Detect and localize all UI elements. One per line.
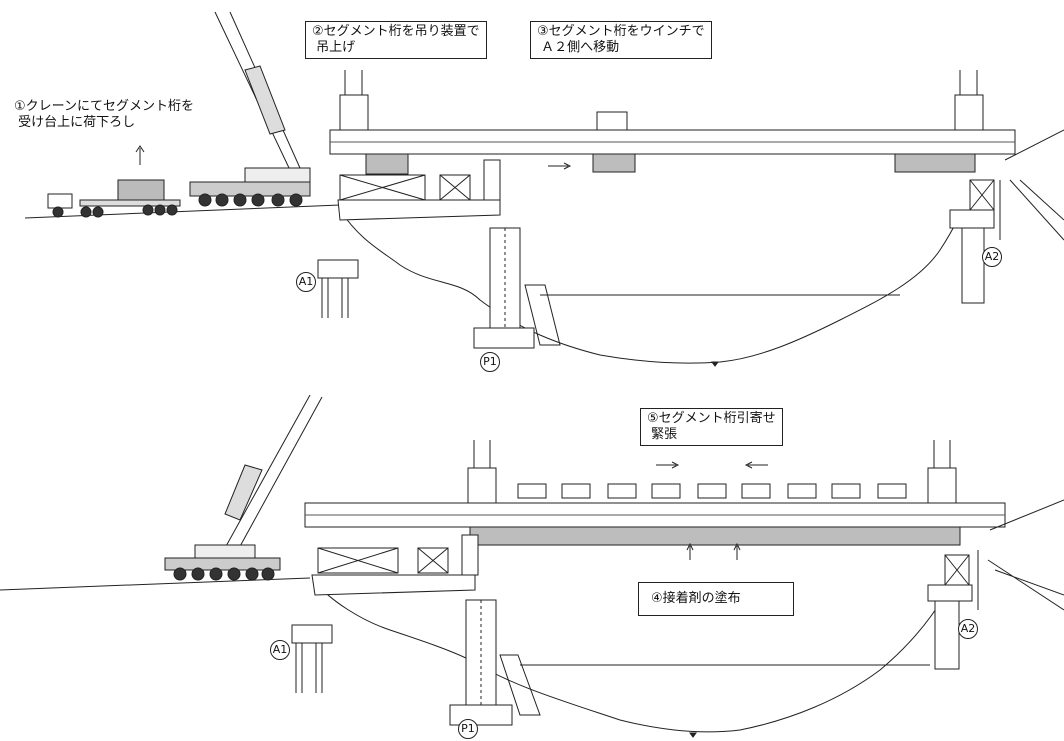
launching-girder-top [329, 129, 1016, 155]
segment-row-bottom [469, 526, 961, 546]
label-a2-bottom: A2 [958, 619, 978, 639]
hoist-bottom-row [517, 483, 907, 499]
step3-note: ③セグメント桁をウインチで Ａ２側へ移動 [530, 21, 712, 59]
label-p1-top: P1 [480, 352, 500, 372]
adhesive-arrow-1 [686, 542, 694, 560]
adhesive-arrow-2 [733, 542, 741, 560]
abutment-a1-bottom [291, 547, 476, 693]
ground-line-top [24, 204, 341, 219]
hoist-bottom-right [927, 440, 957, 504]
abutment-a2-top [949, 129, 1064, 304]
segment-block-top-1 [365, 153, 409, 175]
pier-p1-bottom [449, 534, 541, 726]
step1-note: ①クレーンにてセグメント桁を 受け台上に荷下ろし [14, 99, 195, 130]
crane-top [189, 11, 311, 207]
hoist-top-left [339, 70, 369, 131]
step4-note: ④接着剤の塗布 [638, 582, 794, 616]
river-marker-bottom [689, 732, 697, 738]
pier-p1-top [473, 159, 561, 349]
step2-note: ②セグメント桁を吊り装置で 吊上げ [305, 21, 487, 59]
pull-arrow-right-bottom [656, 461, 680, 469]
terrain-profile-bottom [314, 581, 946, 733]
abutment-a1-top [317, 174, 501, 318]
segment-block-top-2 [592, 153, 636, 173]
label-a1-top: A1 [296, 272, 316, 292]
launching-girder-bottom [304, 502, 1006, 528]
hoist-top-mid [596, 111, 628, 131]
hoist-top-right [954, 70, 984, 131]
segment-block-top-3 [894, 153, 976, 173]
hoist-bottom-left [467, 440, 497, 504]
ground-line-bottom [0, 577, 311, 591]
label-p1-bottom: P1 [458, 719, 478, 739]
terrain-profile-top [339, 209, 961, 364]
label-a1-bottom: A1 [270, 640, 290, 660]
crane-bottom [164, 394, 323, 581]
label-a2-top: A2 [982, 247, 1002, 267]
pull-arrow-left-bottom [744, 461, 768, 469]
abutment-a2-bottom [927, 499, 1064, 670]
river-marker-top [711, 361, 719, 367]
lift-arrow-top [135, 145, 145, 165]
trailer-truck-top [47, 179, 181, 218]
step5-note: ⑤セグメント桁引寄せ 緊張 [640, 408, 783, 446]
move-arrow-top [548, 162, 572, 170]
